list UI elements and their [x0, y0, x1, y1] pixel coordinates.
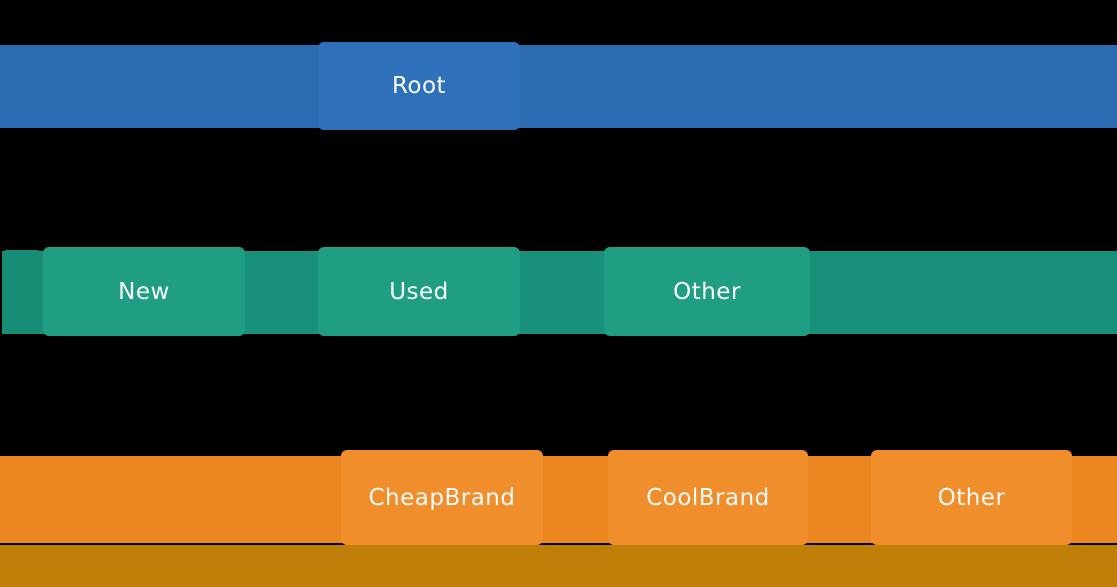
node-root-depth0[interactable]: Root	[318, 42, 520, 130]
node-coolbrand-depth2[interactable]: CoolBrand	[608, 450, 808, 545]
bottom-strip[interactable]	[0, 545, 1117, 587]
node-unlabeled-depth1[interactable]	[2, 250, 42, 333]
level-0-root-bar[interactable]	[0, 45, 1117, 128]
node-label: Other	[937, 484, 1006, 511]
node-used-depth1[interactable]: Used	[318, 247, 520, 336]
node-other-depth2[interactable]: Other	[871, 450, 1072, 545]
node-label: CheapBrand	[368, 484, 516, 511]
node-label: New	[118, 278, 170, 305]
node-label: CoolBrand	[646, 484, 770, 511]
node-other-depth1[interactable]: Other	[604, 247, 810, 336]
node-new-depth1[interactable]: New	[43, 247, 245, 336]
node-label: Root	[391, 73, 447, 99]
node-label: Other	[673, 278, 741, 305]
node-cheapbrand-depth2[interactable]: CheapBrand	[341, 450, 543, 545]
node-label: Used	[389, 278, 449, 305]
